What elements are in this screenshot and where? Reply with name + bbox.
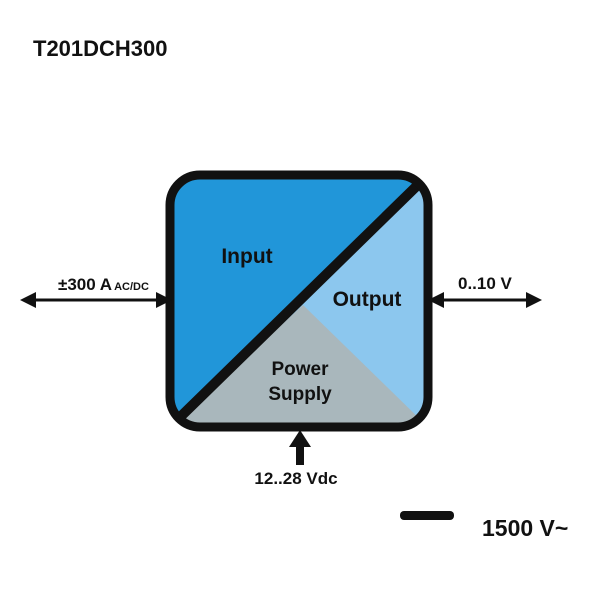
supply-arrowhead	[289, 430, 311, 447]
output-arrowhead-left	[428, 292, 444, 308]
power-section	[170, 305, 428, 427]
input-arrowhead-left	[20, 292, 36, 308]
isolation-bar	[400, 511, 454, 520]
output-arrowhead-right	[526, 292, 542, 308]
supply-arrow	[289, 430, 311, 465]
power-label-line2: Supply	[268, 384, 332, 405]
output-label: Output	[333, 288, 402, 311]
supply-voltage-label: 12..28 Vdc	[254, 469, 337, 488]
output-signal-label: 0..10 V	[458, 274, 513, 293]
isolation-label: 1500 V~	[482, 515, 568, 541]
output-arrow	[428, 292, 542, 308]
input-label: Input	[221, 245, 272, 268]
power-label-line1: Power	[271, 359, 329, 380]
input-arrowhead-right	[156, 292, 172, 308]
input-signal-subscript: AC/DC	[114, 281, 149, 293]
module-box	[170, 175, 428, 427]
input-arrow	[20, 292, 172, 308]
diagram-title: T201DCH300	[33, 36, 168, 61]
input-signal-value: ±300 A	[58, 275, 112, 294]
diagonal-divider	[170, 175, 428, 427]
